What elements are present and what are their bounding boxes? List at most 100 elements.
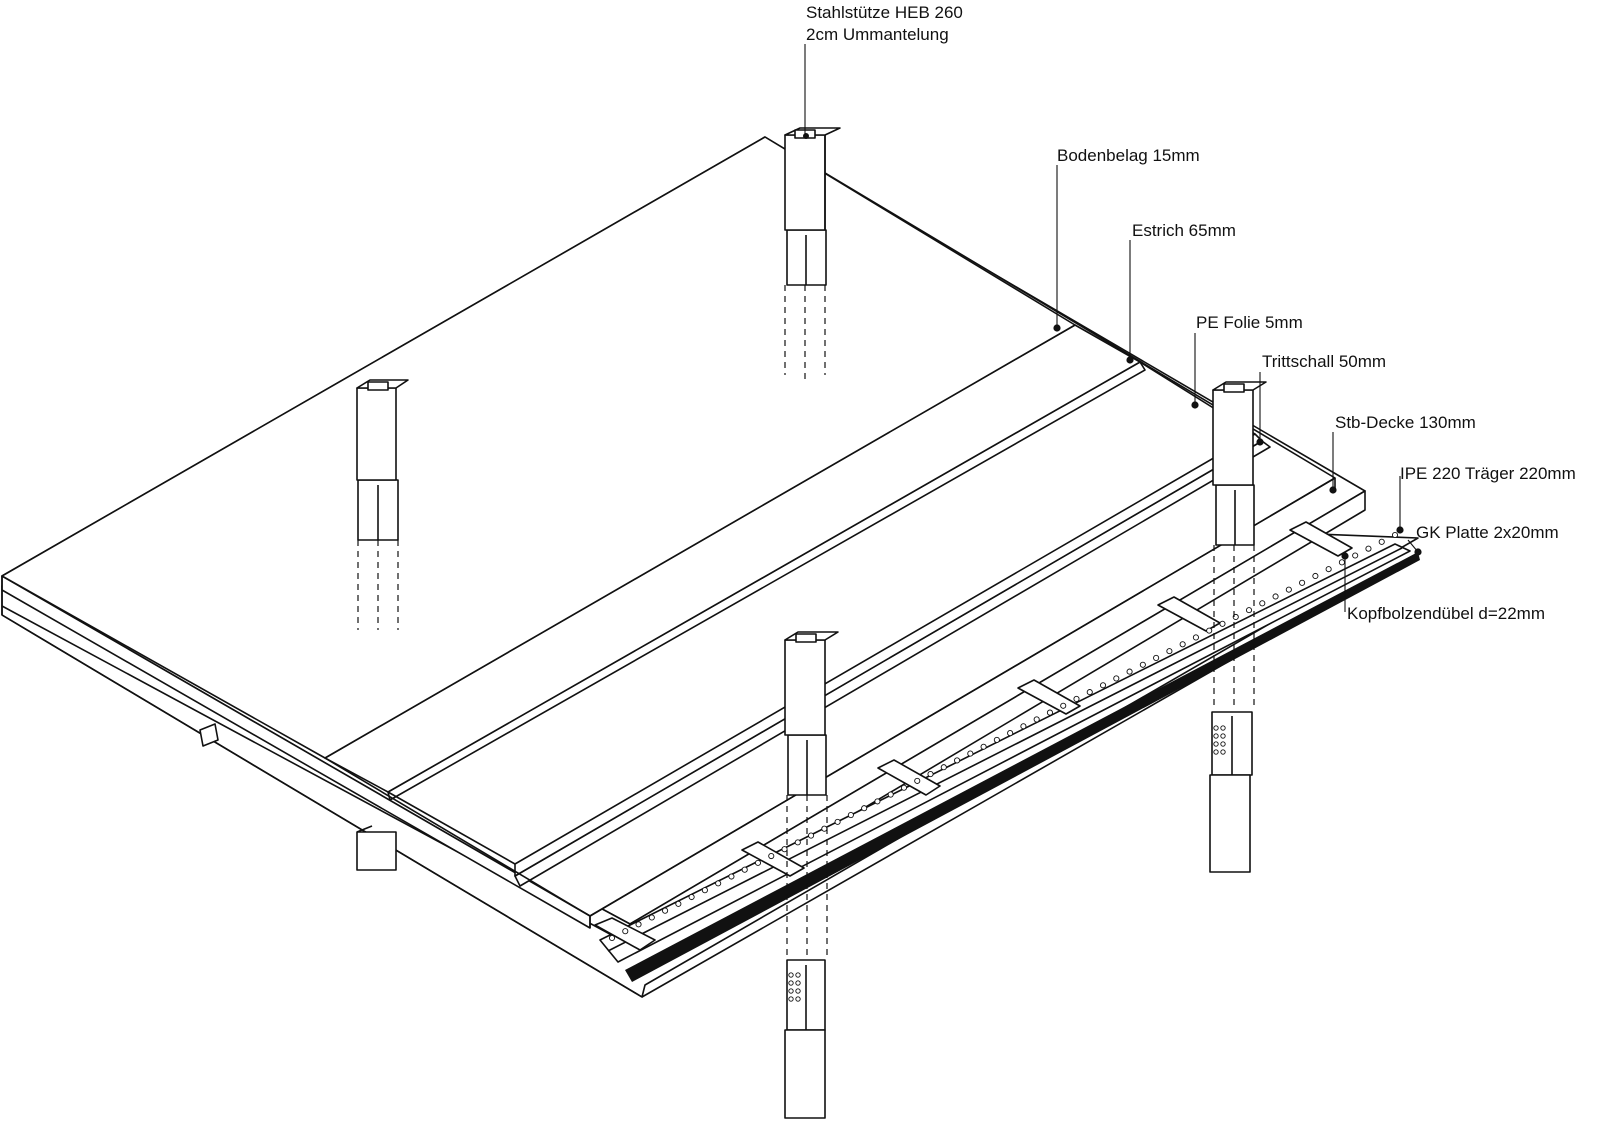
- bolt: [788, 972, 794, 978]
- shear-stud: [1352, 552, 1359, 559]
- bolt: [795, 996, 801, 1002]
- shear-stud: [940, 764, 947, 771]
- shear-stud: [1073, 695, 1080, 702]
- shear-stud: [887, 791, 894, 798]
- shear-stud: [1099, 682, 1107, 689]
- shear-stud: [1272, 593, 1279, 600]
- shear-stud: [1378, 538, 1385, 545]
- shear-stud: [728, 873, 735, 880]
- bolt: [795, 980, 801, 986]
- bolt-plate-front: [788, 972, 801, 1002]
- label-column-line1: Stahlstütze HEB 260: [806, 3, 963, 22]
- shear-stud: [608, 934, 616, 942]
- shear-stud: [1060, 702, 1067, 709]
- bolt: [1220, 725, 1226, 731]
- shear-stud: [648, 914, 655, 921]
- label-pe-film: PE Folie 5mm: [1196, 313, 1303, 332]
- shear-stud: [834, 818, 841, 825]
- bolt-plate-right: [1213, 725, 1226, 755]
- shear-stud: [821, 825, 828, 832]
- shear-stud: [1033, 716, 1040, 723]
- shear-stud: [1113, 675, 1120, 682]
- label-flooring: Bodenbelag 15mm: [1057, 146, 1200, 165]
- column-lower-front: [784, 959, 826, 1119]
- shear-stud: [1391, 531, 1399, 539]
- slab-edge: [1, 477, 1336, 928]
- label-gypsum-board: GK Platte 2x20mm: [1416, 523, 1559, 542]
- shear-stud: [927, 771, 934, 778]
- shear-stud: [794, 839, 801, 846]
- shear-stud: [688, 893, 695, 901]
- label-shear-studs: Kopfbolzendübel d=22mm: [1347, 604, 1545, 623]
- shear-stud: [1139, 661, 1146, 668]
- shear-stud: [874, 798, 881, 805]
- bolt: [1213, 725, 1219, 731]
- shear-stud-row: [608, 531, 1399, 942]
- shear-stud: [715, 880, 722, 887]
- annotation-labels: Stahlstütze HEB 260 2cm Ummantelung Bode…: [806, 3, 1576, 623]
- shear-stud: [1153, 654, 1160, 661]
- bolt: [795, 972, 801, 978]
- bolt: [1220, 733, 1226, 739]
- shear-stud: [1192, 634, 1199, 641]
- label-slab: Stb-Decke 130mm: [1335, 413, 1476, 432]
- bolt: [788, 980, 794, 986]
- steel-beam-grid: [594, 521, 1420, 982]
- shear-stud: [1086, 689, 1093, 696]
- bolt: [788, 996, 794, 1002]
- shear-stud: [1206, 627, 1213, 634]
- shear-stud: [754, 859, 762, 866]
- shear-stud: [967, 750, 974, 757]
- shear-stud: [1007, 730, 1014, 737]
- shear-stud: [1020, 723, 1027, 730]
- flooring-layer: [1, 136, 1076, 759]
- shear-stud: [861, 805, 868, 812]
- shear-stud: [1046, 709, 1053, 716]
- shear-stud: [1299, 579, 1306, 586]
- shear-stud: [1219, 620, 1226, 627]
- shear-stud: [847, 812, 854, 819]
- shear-stud: [768, 852, 775, 860]
- label-screed: Estrich 65mm: [1132, 221, 1236, 240]
- shear-stud: [980, 743, 987, 750]
- shear-stud: [993, 736, 1000, 743]
- bolt: [1220, 741, 1226, 747]
- shear-stud: [900, 784, 908, 791]
- shear-stud: [1179, 641, 1186, 648]
- shear-stud: [1312, 572, 1319, 580]
- shear-stud: [808, 832, 815, 839]
- shear-stud: [1166, 648, 1173, 655]
- label-beam: IPE 220 Träger 220mm: [1400, 464, 1576, 483]
- leader-lines: [804, 44, 1422, 612]
- shear-stud: [675, 900, 682, 907]
- shear-stud: [1365, 545, 1372, 552]
- shear-stud: [1325, 566, 1332, 573]
- bolt: [795, 988, 801, 994]
- label-impact-sound: Trittschall 50mm: [1262, 352, 1386, 371]
- shear-stud: [1126, 668, 1133, 675]
- shear-stud: [954, 757, 961, 764]
- column-lower-left: [199, 723, 397, 871]
- shear-stud: [1259, 600, 1266, 607]
- shear-stud: [701, 887, 708, 894]
- bolt: [1213, 749, 1219, 755]
- bolt: [1220, 749, 1226, 755]
- column-middle-left: [356, 379, 409, 630]
- shear-stud: [1338, 559, 1345, 566]
- column-lower-right: [1209, 711, 1253, 873]
- bolt: [788, 988, 794, 994]
- shear-stud: [781, 846, 788, 853]
- shear-stud: [635, 921, 642, 928]
- shear-stud: [1245, 607, 1253, 614]
- bolt: [1213, 733, 1219, 739]
- shear-stud: [662, 907, 669, 914]
- column-top-back: [784, 127, 841, 380]
- shear-stud: [914, 777, 921, 784]
- shear-stud: [1285, 586, 1292, 593]
- label-column-line2: 2cm Ummantelung: [806, 25, 949, 44]
- shear-stud: [741, 866, 748, 873]
- bolt: [1213, 741, 1219, 747]
- column-right: [1212, 381, 1267, 710]
